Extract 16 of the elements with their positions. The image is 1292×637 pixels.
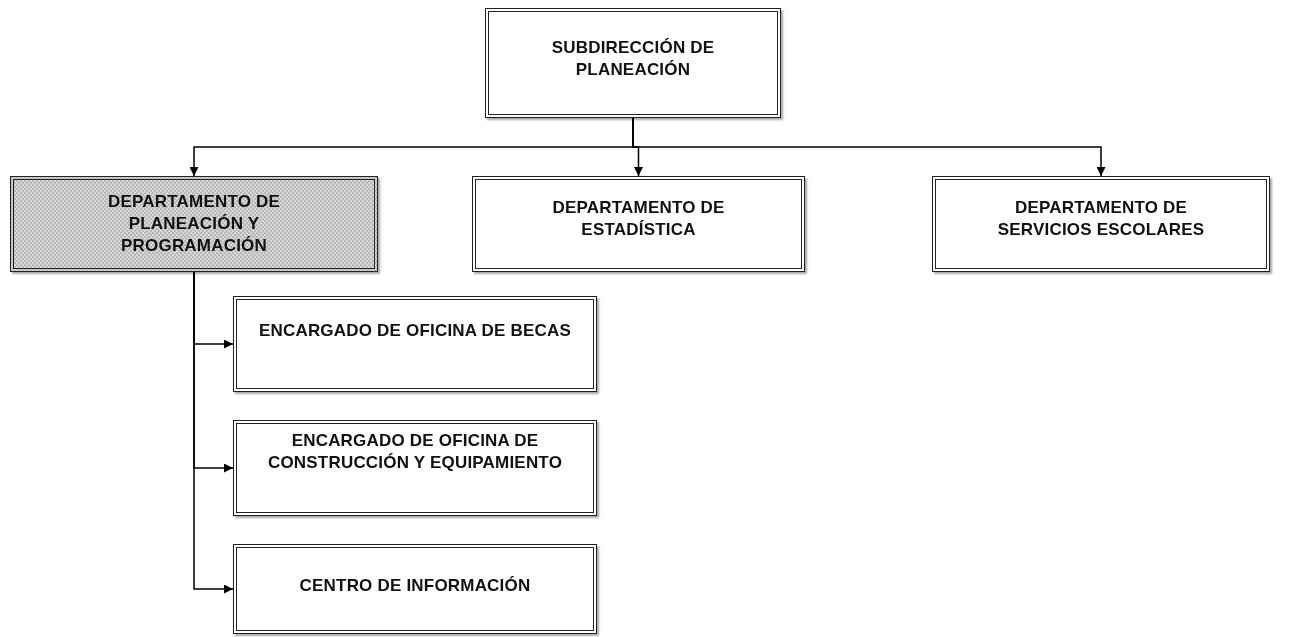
org-box [233,420,597,516]
box-label: DEPARTAMENTO DE SERVICIOS ESCOLARES [996,196,1206,241]
org-box [932,176,1270,272]
org-box [472,176,805,272]
box-label: CENTRO DE INFORMACIÓN [299,574,531,597]
box-label: DEPARTAMENTO DE PLANEACIÓN Y PROGRAMACIÓN [106,190,282,258]
org-box [233,544,597,634]
box-label: DEPARTAMENTO DE ESTADÍSTICA [551,196,726,241]
org-box [485,8,781,118]
connector-arrow [632,117,1106,177]
connector-arrow [193,271,234,594]
box-label: SUBDIRECCIÓN DE PLANEACIÓN [550,36,716,81]
org-box [233,296,597,392]
shaded-box [10,176,378,272]
box-label: ENCARGADO DE OFICINA DE CONSTRUCCIÓN Y EQUIPAMIENTO [267,430,563,475]
box-label: ENCARGADO DE OFICINA DE BECAS [258,320,572,342]
